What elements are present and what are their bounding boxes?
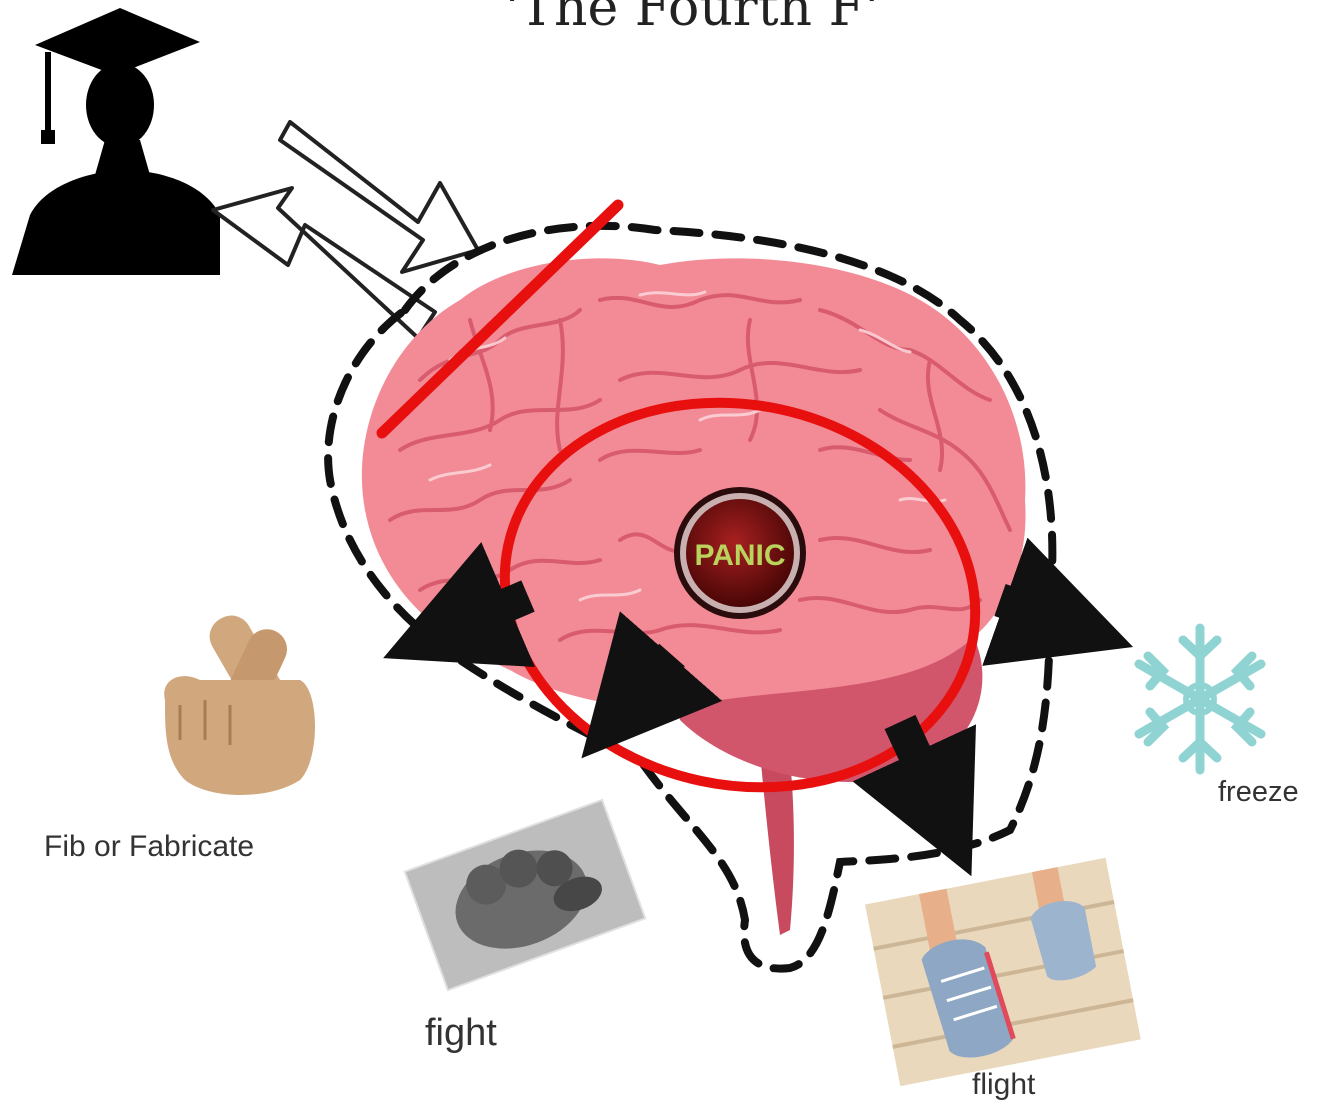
running-shoes-photo bbox=[865, 858, 1141, 1086]
graduate-silhouette-icon bbox=[12, 8, 220, 275]
snowflake-icon bbox=[1139, 628, 1261, 770]
fight-label: fight bbox=[425, 1012, 497, 1055]
crossed-fingers-icon bbox=[164, 608, 315, 795]
exchange-arrows-icon bbox=[213, 122, 478, 338]
panic-button: PANIC bbox=[674, 487, 806, 619]
panic-label: PANIC bbox=[694, 539, 785, 572]
fist-photo bbox=[405, 800, 645, 990]
freeze-label: freeze bbox=[1218, 776, 1299, 809]
arrow-to-freeze bbox=[1000, 600, 1085, 630]
diagram-title: 'The Fourth F' bbox=[505, 0, 879, 38]
fib-or-fabricate-label: Fib or Fabricate bbox=[44, 830, 254, 864]
flight-label: flight bbox=[972, 1068, 1035, 1102]
